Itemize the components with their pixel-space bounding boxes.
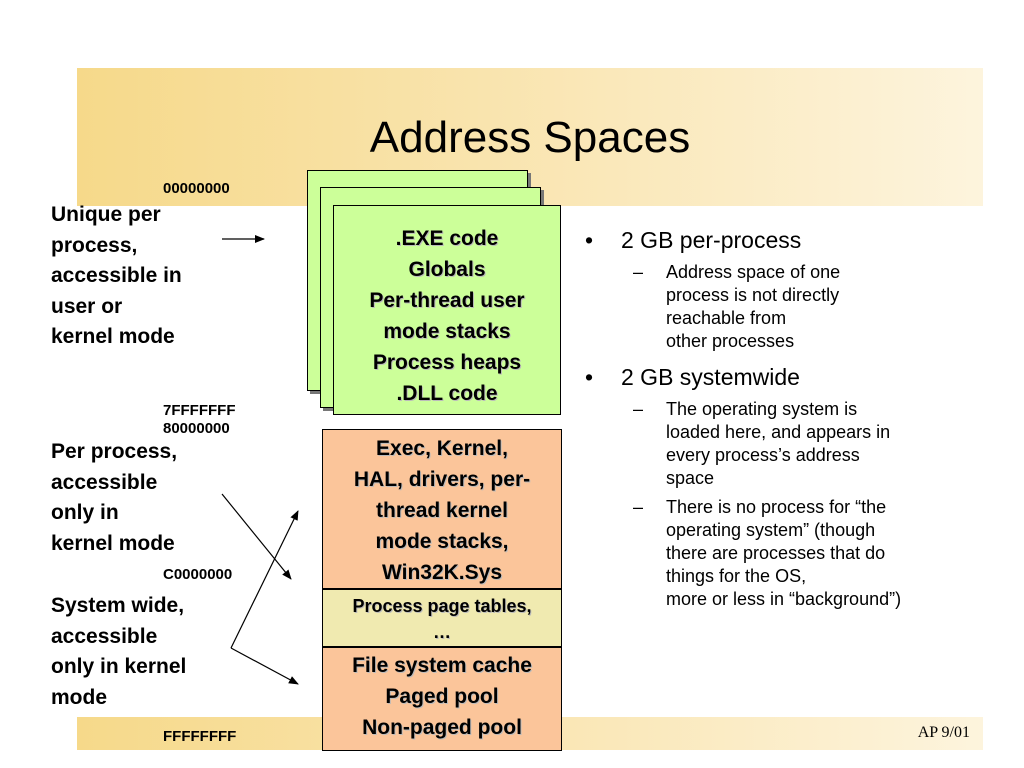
sub-bullet-line: there are processes that do [666,543,886,563]
dash-marker: – [633,497,644,517]
system-pool-line: Paged pool [385,685,499,708]
sub-bullet-line: other processes [666,331,795,351]
system-pool-line: File system cache [352,654,532,677]
kernel-exec-line: thread kernel [376,499,508,522]
page-tables-line: Process page tables, [352,596,532,616]
bullet-item: • 2 GB per-process [585,226,985,254]
bullet-text: 2 GB systemwide [621,364,800,390]
kernel-exec-line: Win32K.Sys [381,561,503,584]
bullet-marker: • [585,364,594,390]
address-c0000000: C0000000 [163,566,233,583]
user-region-label: Unique per process, accessible in user o… [51,203,182,348]
sub-bullet-line: There is no process for “the [666,497,887,517]
user-space-line: mode stacks [383,320,511,343]
address-00000000: 00000000 [163,180,230,197]
sub-bullet-item: – There is no process for “the operating… [585,496,985,611]
sub-bullet-item: – The operating system is loaded here, a… [585,398,985,490]
kernel-exec-line: HAL, drivers, per- [353,468,531,491]
sub-bullet-item: – Address space of one process is not di… [585,261,985,353]
bullet-text: 2 GB per-process [621,227,802,253]
kernel-exec-line: Exec, Kernel, [376,437,508,460]
address-ffffffff: FFFFFFFF [163,728,237,745]
bullet-marker: • [585,227,594,253]
sub-bullet-line: reachable from [666,308,787,328]
dash-marker: – [633,399,644,419]
user-space-line: Process heaps [372,351,522,374]
user-space-line: .DLL code [396,382,498,405]
user-space-box: .EXE code Globals Per-thread user mode s… [333,205,561,415]
dash-marker: – [633,262,644,282]
system-arrow-down [230,647,299,685]
sub-bullet-line: loaded here, and appears in [666,422,891,442]
sub-bullet-line: space [666,468,715,488]
bullet-item: • 2 GB systemwide [585,363,985,391]
page-tables-line: … [433,622,451,642]
address-7fffffff: 7FFFFFFF [163,402,236,419]
sub-bullet-line: operating system” (though [666,520,876,540]
sub-bullet-line: The operating system is [666,399,858,419]
user-space-line: Globals [408,258,486,281]
sub-bullet-line: Address space of one [666,262,841,282]
kernel-region-label: Per process, accessible only in kernel m… [51,440,178,555]
user-space-line: .EXE code [395,227,499,250]
system-pool-box: File system cache Paged pool Non-paged p… [322,647,562,751]
kernel-arrow [221,493,292,580]
page-tables-box: Process page tables, … [322,589,562,647]
bullet-list: • 2 GB per-process – Address space of on… [585,226,985,611]
sub-bullet-line: every process’s address [666,445,860,465]
system-pool-line: Non-paged pool [362,716,522,739]
page-title: Address Spaces [369,113,691,162]
title-band [77,68,983,206]
kernel-exec-line: mode stacks, [375,530,509,553]
footer-text: AP 9/01 [917,724,970,741]
system-arrow-up [230,510,299,649]
sub-bullet-line: process is not directly [666,285,840,305]
sub-bullet-line: things for the OS, [666,566,807,586]
user-space-line: Per-thread user [369,289,525,312]
kernel-exec-box: Exec, Kernel, HAL, drivers, per- thread … [322,429,562,589]
system-region-label: System wide, accessible only in kernel m… [51,594,187,709]
sub-bullet-line: more or less in “background”) [666,589,902,609]
address-80000000: 80000000 [163,420,230,437]
